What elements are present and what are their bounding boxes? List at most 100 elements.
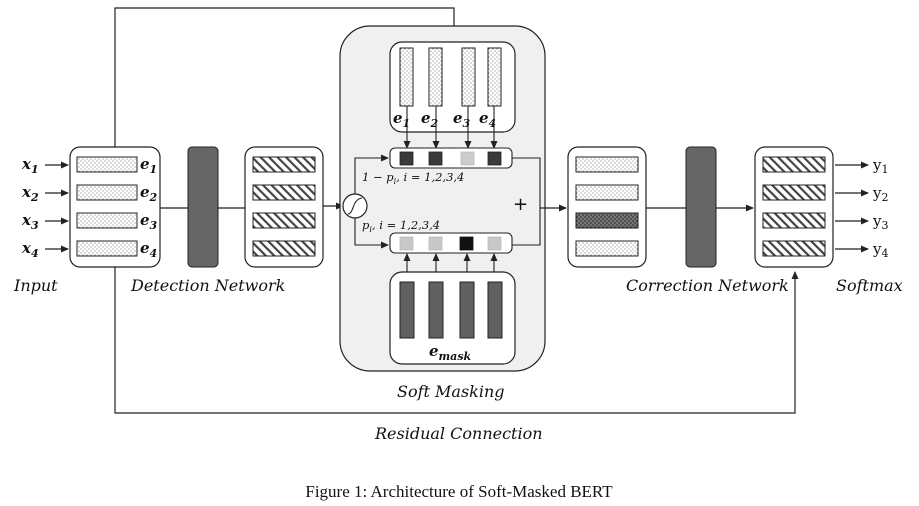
detection-network: Detection Network [130, 146, 344, 295]
svg-text:y3: y3 [872, 212, 888, 232]
input-embedding-bar-4 [76, 240, 138, 257]
mask-embedding-bar-2 [428, 281, 444, 339]
svg-text:x2: x2 [21, 183, 39, 204]
svg-text:e1: e1 [393, 109, 410, 130]
input-e1-label: e1 [140, 155, 157, 176]
svg-text:e4: e4 [479, 109, 496, 130]
top-embedding-bar-2 [428, 47, 443, 107]
top-e4-label: e4 [479, 109, 496, 130]
sigmoid-gate [342, 193, 368, 219]
output-hidden-box [754, 146, 834, 268]
svg-text:e2: e2 [421, 109, 439, 130]
output-section: y1 y2 y3 y4 Softmax [754, 146, 903, 295]
correction-input-bar-3 [575, 212, 639, 229]
top-embedding-bar-3 [461, 47, 476, 107]
svg-text:y4: y4 [872, 240, 888, 260]
svg-text:y1: y1 [872, 156, 888, 176]
detection-hidden-bar-3 [252, 212, 316, 229]
mask-embedding-bar-4 [487, 281, 503, 339]
detection-hidden-bar-1 [252, 156, 316, 173]
input-embedding-bar-1 [76, 156, 138, 173]
top-embedding-bar-1 [399, 47, 414, 107]
bottom-weighted-cell-2 [428, 236, 443, 251]
bottom-weighted-cell-1 [399, 236, 414, 251]
prob-bottom-label: pi, i = 1,2,3,4 [362, 218, 440, 234]
plus-sign: + [513, 194, 528, 215]
svg-text:pi, i = 1,2,3,4: pi, i = 1,2,3,4 [362, 218, 440, 234]
gate-to-bottom-row [354, 218, 389, 249]
top-embedding-bar-4 [487, 47, 502, 107]
detection-encoder-block [187, 146, 219, 268]
top-e1-label: e1 [393, 109, 410, 130]
output-hidden-bar-2 [762, 184, 826, 201]
correction-input-bar-2 [575, 184, 639, 201]
detection-network-label: Detection Network [130, 276, 285, 295]
correction-input-bar-1 [575, 156, 639, 173]
correction-input-box [567, 146, 647, 268]
soft-masking-module: e1 e2 e3 e4 1 − pi, i = 1,2,3,4 pi, i = … [339, 25, 546, 401]
mask-embedding-bar-1 [399, 281, 415, 339]
input-embedding-bar-3 [76, 212, 138, 229]
input-label: Input [13, 276, 58, 295]
mask-embedding-label: emask [429, 342, 472, 363]
top-weighted-cell-3 [460, 151, 475, 166]
sigmoid-curve [347, 197, 363, 215]
correction-network-label: Correction Network [626, 276, 789, 295]
output-hidden-bar-3 [762, 212, 826, 229]
svg-text:x3: x3 [21, 211, 39, 232]
svg-text:x4: x4 [21, 239, 39, 260]
svg-text:y2: y2 [872, 184, 888, 204]
input-embedding-bar-2 [76, 184, 138, 201]
svg-text:x1: x1 [21, 155, 39, 176]
correction-input-bar-4 [575, 240, 639, 257]
mask-embedding-box [389, 271, 516, 365]
input-e4-label: e4 [140, 239, 157, 260]
top-embedding-box [389, 41, 516, 133]
svg-text:1 − pi, i = 1,2,3,4: 1 − pi, i = 1,2,3,4 [362, 170, 464, 186]
input-x3-label: x3 [21, 211, 39, 232]
input-x4-label: x4 [21, 239, 39, 260]
input-section: x1 x2 x3 x4 e1 e2 e3 e4 Input [13, 146, 161, 295]
input-e2-label: e2 [140, 183, 158, 204]
input-x1-label: x1 [21, 155, 39, 176]
svg-text:emask: emask [429, 342, 472, 363]
embedding-skip-line [114, 7, 458, 148]
detection-hidden-bar-4 [252, 240, 316, 257]
bottom-weighted-cell-4 [487, 236, 502, 251]
residual-connection [114, 148, 799, 414]
top-e2-label: e2 [421, 109, 439, 130]
output-y4-label: y4 [872, 240, 888, 260]
detection-hidden-bar-2 [252, 184, 316, 201]
svg-text:e1: e1 [140, 155, 157, 176]
output-y1-label: y1 [872, 156, 888, 176]
output-y3-label: y3 [872, 212, 888, 232]
bottom-weighted-cell-3 [459, 236, 474, 251]
prob-top-label: 1 − pi, i = 1,2,3,4 [362, 170, 464, 186]
top-weighted-cell-2 [428, 151, 443, 166]
output-hidden-bar-4 [762, 240, 826, 257]
top-weighted-cell-4 [487, 151, 502, 166]
output-hidden-bar-1 [762, 156, 826, 173]
top-weighted-cell-1 [399, 151, 414, 166]
gate-to-top-row [354, 154, 389, 194]
input-e3-label: e3 [140, 211, 158, 232]
svg-text:e3: e3 [140, 211, 158, 232]
input-x2-label: x2 [21, 183, 39, 204]
svg-text:e3: e3 [453, 109, 471, 130]
figure-caption: Figure 1: Architecture of Soft-Masked BE… [305, 482, 613, 501]
mask-embedding-bar-3 [459, 281, 475, 339]
svg-text:e2: e2 [140, 183, 158, 204]
correction-encoder-block [685, 146, 717, 268]
svg-text:e4: e4 [140, 239, 157, 260]
soft-masking-label: Soft Masking [397, 382, 505, 401]
output-y2-label: y2 [872, 184, 888, 204]
softmax-label: Softmax [836, 276, 903, 295]
top-row-merge-line [512, 157, 541, 246]
correction-network: Correction Network [540, 146, 789, 295]
top-e3-label: e3 [453, 109, 471, 130]
detection-hidden-box [244, 146, 324, 268]
bottom-weighted-row [389, 232, 513, 254]
residual-connection-label: Residual Connection [374, 424, 543, 443]
input-embedding-box [69, 146, 161, 268]
